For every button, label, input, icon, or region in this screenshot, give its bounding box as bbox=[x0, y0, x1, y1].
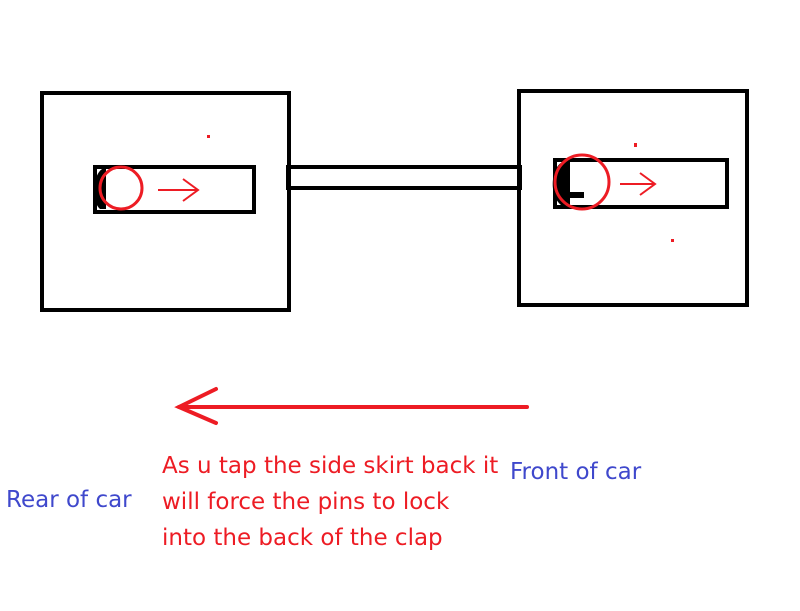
rear-of-car-label: Rear of car bbox=[6, 487, 132, 513]
front-of-car-label: Front of car bbox=[510, 459, 642, 485]
rear-speck bbox=[207, 135, 210, 138]
front-speck-top bbox=[634, 143, 637, 147]
instruction-line-3: into the back of the clap bbox=[162, 525, 443, 551]
front-pin-highlight bbox=[553, 153, 611, 211]
instruction-line-2: will force the pins to lock bbox=[162, 489, 450, 515]
connecting-rail bbox=[286, 165, 522, 190]
instruction-text: As u tap the side skirt back it will for… bbox=[162, 448, 498, 556]
rear-pin-highlight bbox=[98, 165, 144, 211]
front-clip-box bbox=[517, 89, 749, 307]
rear-clip-box bbox=[40, 91, 291, 312]
direction-arrow bbox=[174, 387, 529, 425]
instruction-line-1: As u tap the side skirt back it bbox=[162, 453, 499, 479]
rear-slide-arrow bbox=[158, 178, 200, 202]
rear-clip bbox=[40, 91, 291, 312]
front-slide-arrow bbox=[620, 172, 657, 196]
front-clip bbox=[517, 89, 749, 307]
front-speck-bottom bbox=[671, 239, 674, 242]
front-pin-tail bbox=[566, 192, 584, 198]
